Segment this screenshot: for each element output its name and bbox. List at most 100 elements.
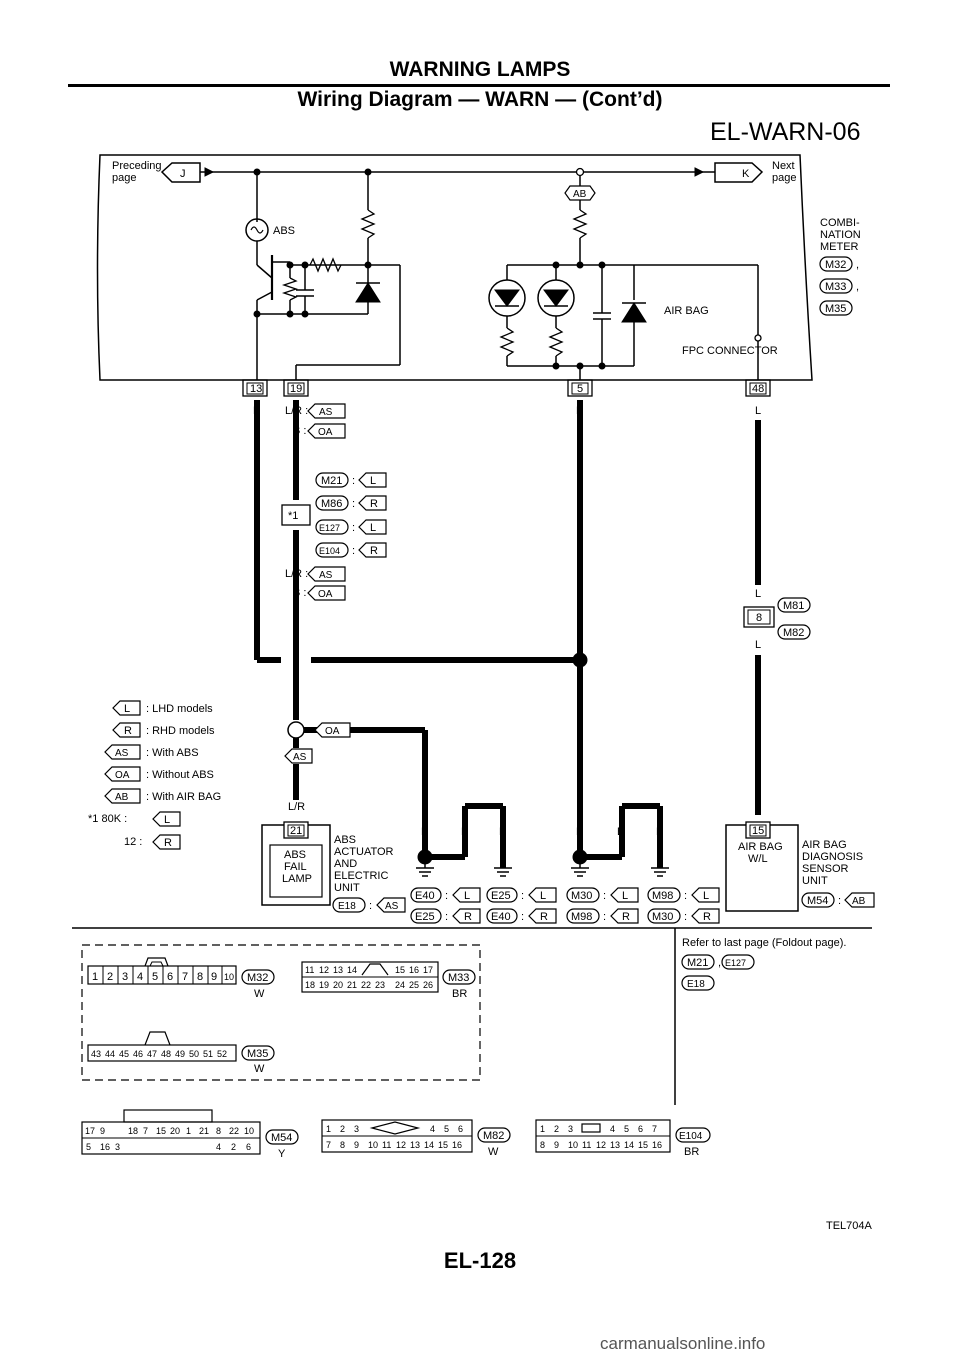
svg-text:22: 22 [361, 980, 371, 990]
svg-text:45: 45 [119, 1049, 129, 1059]
svg-text:E104: E104 [319, 546, 340, 556]
svg-text:7: 7 [143, 1126, 148, 1136]
svg-text::: : [838, 895, 841, 907]
svg-text:9: 9 [211, 971, 217, 983]
svg-text:M98: M98 [652, 890, 673, 902]
svg-text::: : [352, 545, 355, 557]
svg-text:4: 4 [137, 971, 143, 983]
svg-text:R: R [540, 911, 548, 923]
connector-face-e104: 1 2 3 4 5 6 7 8 9 10 11 12 13 14 15 16 E… [535, 1119, 711, 1158]
svg-text:E104: E104 [679, 1131, 703, 1142]
svg-text:5: 5 [152, 971, 158, 983]
svg-text::: : [521, 911, 524, 923]
svg-text:48: 48 [161, 1049, 171, 1059]
svg-text:BR: BR [452, 988, 467, 1000]
svg-text:B: B [576, 826, 583, 838]
svg-text:1: 1 [92, 971, 98, 983]
svg-text:M82: M82 [483, 1130, 504, 1142]
meter-connector-m32: M32 [825, 259, 846, 271]
svg-text:M98: M98 [571, 911, 592, 923]
svg-text:24: 24 [395, 980, 405, 990]
svg-text:8: 8 [540, 1140, 545, 1150]
svg-text:9: 9 [100, 1126, 105, 1136]
page-number: EL-128 [443, 1248, 517, 1273]
svg-text:6: 6 [458, 1124, 463, 1134]
svg-text:6: 6 [246, 1142, 251, 1152]
watermark: carmanualsonline.info [600, 1334, 766, 1353]
svg-text:23: 23 [375, 980, 385, 990]
svg-text:AS: AS [385, 901, 399, 912]
svg-text:: With ABS: : With ABS [146, 747, 199, 759]
pin-19: 19 [283, 379, 309, 397]
svg-text::: : [445, 890, 448, 902]
svg-text:UNIT: UNIT [802, 875, 828, 887]
svg-text:UNIT: UNIT [334, 882, 360, 894]
svg-text:3: 3 [122, 971, 128, 983]
svg-text:L/R :: L/R : [285, 568, 308, 580]
svg-text:20: 20 [170, 1126, 180, 1136]
svg-text:L: L [370, 475, 376, 487]
svg-text::: : [684, 911, 687, 923]
svg-text:22: 22 [229, 1126, 239, 1136]
svg-text:ABS: ABS [334, 834, 356, 846]
svg-text:L: L [703, 890, 709, 902]
svg-text:10: 10 [368, 1140, 378, 1150]
svg-text:10: 10 [224, 972, 234, 982]
as-badge: AS [319, 407, 333, 418]
svg-text:16: 16 [409, 965, 419, 975]
svg-text:16: 16 [100, 1142, 110, 1152]
svg-text:ABS: ABS [284, 849, 306, 861]
star1-mark: *1 [288, 510, 298, 522]
svg-text:5: 5 [444, 1124, 449, 1134]
diagram-code: EL-WARN-06 [710, 118, 861, 146]
svg-text:E127: E127 [725, 958, 746, 968]
svg-text:R: R [124, 725, 132, 737]
svg-text:M30: M30 [571, 890, 592, 902]
svg-text:11: 11 [305, 965, 314, 975]
connector-badge-m32 [819, 256, 853, 272]
combination-meter-outline [96, 154, 813, 381]
connector-m82: M82 [783, 627, 804, 639]
svg-text:52: 52 [217, 1049, 227, 1059]
preceding-label-1: Preceding [112, 160, 162, 172]
connector-face-m32: 1 2 3 4 5 6 7 8 9 10 M32 W [87, 957, 275, 1000]
airbag-lamp-label: AIR BAG [664, 305, 709, 317]
svg-text:2: 2 [554, 1124, 559, 1134]
svg-text:46: 46 [133, 1049, 143, 1059]
fpc-connector-label: FPC CONNECTOR [682, 345, 778, 357]
star1-box [281, 504, 311, 526]
svg-text:,: , [718, 957, 721, 969]
svg-text:: RHD models: : RHD models [146, 725, 215, 737]
connector-group-box [81, 944, 481, 1081]
legend: L : LHD models R : RHD models AS : With … [88, 700, 221, 850]
svg-text::: : [445, 911, 448, 923]
svg-text:18: 18 [305, 980, 315, 990]
svg-text:50: 50 [189, 1049, 199, 1059]
svg-text:E25: E25 [491, 890, 511, 902]
next-label-2: page [772, 172, 796, 184]
svg-text:DIAGNOSIS: DIAGNOSIS [802, 851, 863, 863]
svg-text:14: 14 [424, 1140, 434, 1150]
svg-text:AS: AS [319, 570, 333, 581]
next-label-1: Next [772, 160, 795, 172]
resistor-icon [281, 277, 299, 301]
svg-text:M21: M21 [321, 475, 342, 487]
svg-text:AS: AS [115, 748, 129, 759]
star1-options: M21 : L M86 : R E127 : L E104 : R [315, 472, 387, 558]
svg-text:L: L [755, 588, 761, 600]
fpc-connector-terminal [754, 334, 762, 342]
svg-text:W: W [254, 988, 265, 1000]
pin-8 [743, 606, 775, 628]
svg-text:11: 11 [582, 1140, 591, 1150]
connector-k-flag [714, 162, 764, 183]
resistor-icon [548, 327, 564, 357]
svg-text:E40: E40 [415, 890, 435, 902]
svg-text:OA: OA [325, 726, 340, 737]
svg-text:OA: OA [115, 770, 130, 781]
svg-text:12: 12 [319, 965, 329, 975]
svg-text:R: R [703, 911, 711, 923]
svg-text:2: 2 [107, 971, 113, 983]
preceding-label-2: page [112, 172, 136, 184]
svg-text:W: W [488, 1146, 499, 1158]
